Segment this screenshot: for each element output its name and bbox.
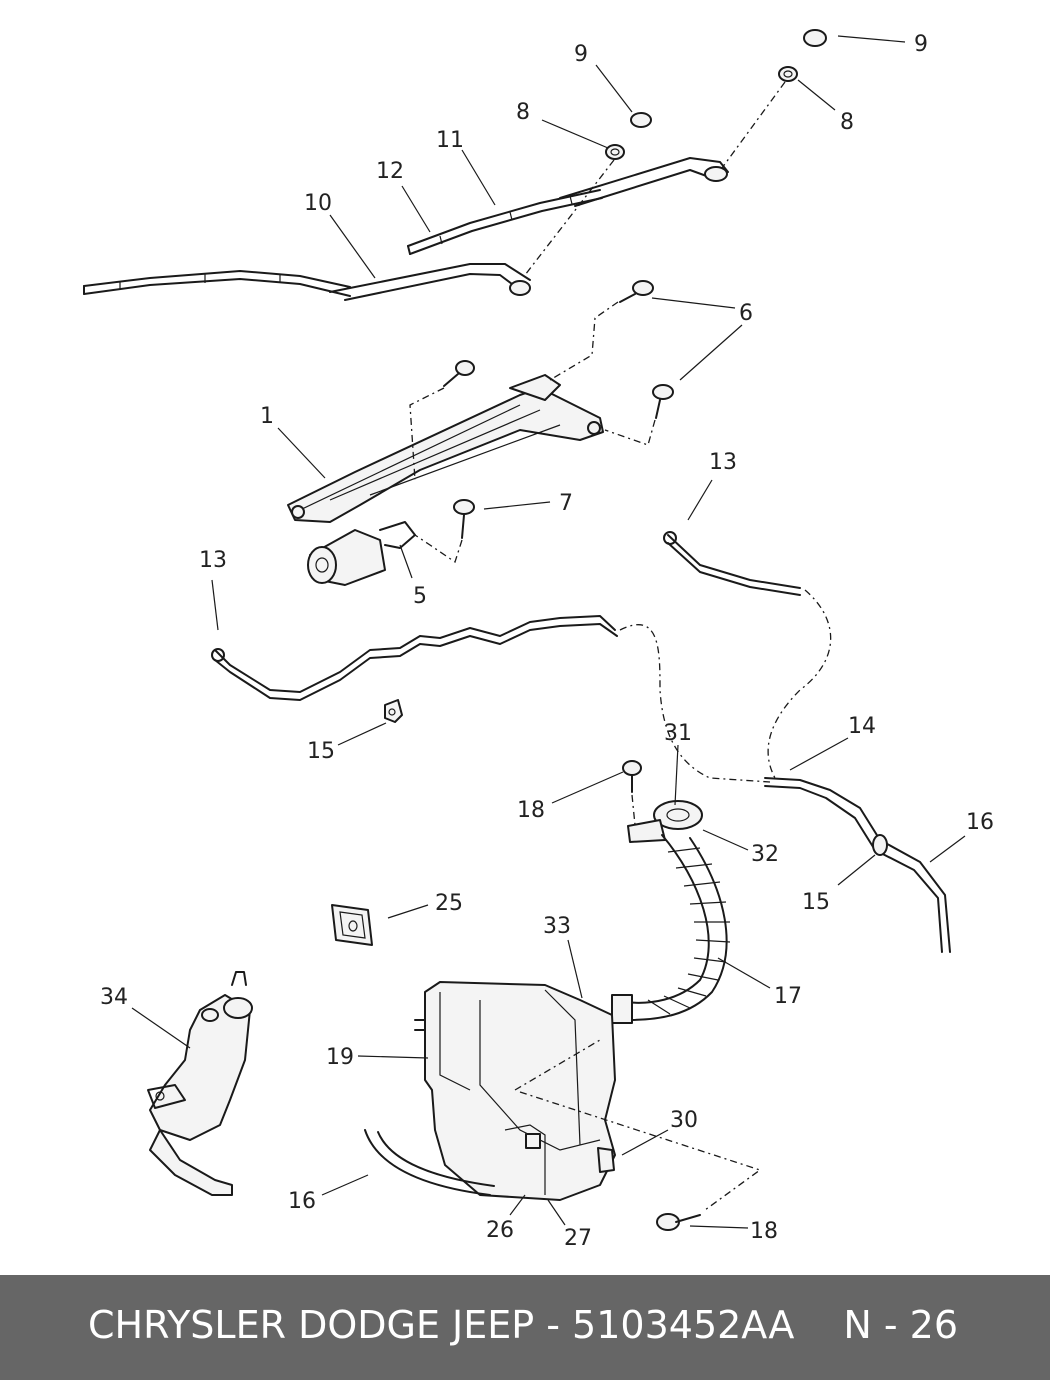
- callout-14: 14: [848, 714, 876, 739]
- callout-19: 19: [326, 1045, 354, 1070]
- wiper-blade-long: [83, 270, 351, 297]
- wiper-linkage: [287, 374, 604, 523]
- parts-diagram: 9 8 9 8 11 12 10 6 1 7 5 13 13 15 31 14 …: [83, 29, 994, 1251]
- callout-6: 6: [739, 301, 753, 326]
- washer-hose-left: [211, 615, 618, 701]
- callout-18-upper: 18: [517, 798, 545, 823]
- washer-reservoir: [414, 981, 616, 1201]
- wiper-cap-right: [803, 29, 827, 47]
- part-number-title: CHRYSLER DODGE JEEP - 5103452AA: [88, 1303, 795, 1347]
- washer-hose-connector: [764, 777, 951, 953]
- linkage-bolt-lower: [453, 499, 475, 539]
- callout-1: 1: [260, 404, 274, 429]
- wiper-arm-long: [329, 263, 531, 301]
- motor-bracket: [379, 521, 416, 549]
- linkage-bolt-left: [443, 360, 475, 387]
- reservoir-hose: [364, 1129, 495, 1196]
- callout-31: 31: [664, 721, 692, 746]
- hose-clip-lower: [872, 834, 888, 856]
- callout-10: 10: [304, 191, 332, 216]
- filler-neck-cap: [627, 800, 703, 843]
- hose-clip-upper: [384, 699, 403, 723]
- callout-27: 27: [564, 1226, 592, 1251]
- callout-16-right: 16: [966, 810, 994, 835]
- linkage-bolt-top: [619, 280, 654, 303]
- callout-8-right: 8: [840, 110, 854, 135]
- washer-hose-right: [663, 531, 801, 596]
- wiper-motor: [307, 529, 386, 586]
- callout-11: 11: [436, 128, 464, 153]
- callout-7: 7: [559, 491, 573, 516]
- callout-18-lower: 18: [750, 1219, 778, 1244]
- wiper-nut-right: [778, 66, 798, 82]
- washer-pump: [147, 971, 253, 1196]
- callout-16-left: 16: [288, 1189, 316, 1214]
- page-reference: N - 26: [843, 1303, 958, 1347]
- callout-32: 32: [751, 842, 779, 867]
- callout-17: 17: [774, 984, 802, 1009]
- wiper-blade-short: [407, 189, 603, 255]
- callout-33: 33: [543, 914, 571, 939]
- linkage-bolt-right: [652, 384, 674, 419]
- callout-8-left: 8: [516, 100, 530, 125]
- footer-bar: CHRYSLER DODGE JEEP - 5103452AA N - 26: [0, 1275, 1050, 1380]
- callout-13-right: 13: [709, 450, 737, 475]
- callout-25: 25: [435, 891, 463, 916]
- callout-15-left: 15: [307, 739, 335, 764]
- filler-tube: [611, 834, 731, 1024]
- wiper-arm-short: [559, 157, 729, 207]
- wiper-cap-left: [630, 112, 652, 128]
- callout-30: 30: [670, 1108, 698, 1133]
- callout-12: 12: [376, 159, 404, 184]
- callout-15-right: 15: [802, 890, 830, 915]
- callout-9-left: 9: [574, 42, 588, 67]
- reservoir-bolt: [656, 1213, 701, 1231]
- wiper-nut-left: [605, 144, 625, 160]
- leader-lines: [131, 35, 966, 1229]
- reservoir-nut: [331, 904, 373, 946]
- callout-13-left: 13: [199, 548, 227, 573]
- callout-34: 34: [100, 985, 128, 1010]
- callout-26: 26: [486, 1218, 514, 1243]
- callout-9-right: 9: [914, 32, 928, 57]
- callout-5: 5: [413, 584, 427, 609]
- filler-bolt: [622, 760, 642, 793]
